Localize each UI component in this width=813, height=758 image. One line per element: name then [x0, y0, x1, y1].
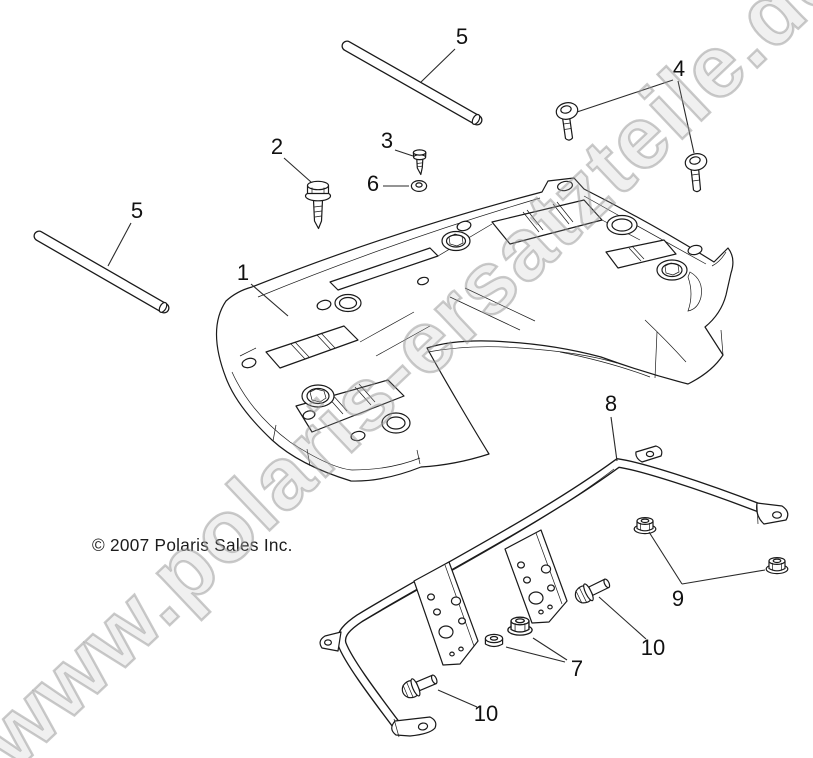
callout-5-top: 5: [456, 24, 468, 49]
hex-flange-screw: [304, 180, 332, 230]
leader-7b: [505, 646, 566, 663]
strap-left: [413, 561, 479, 666]
callout-4: 4: [673, 56, 685, 81]
small-screw: [412, 149, 427, 176]
leader-3: [394, 149, 414, 157]
callout-7: 7: [571, 656, 583, 681]
callout-3: 3: [381, 128, 393, 153]
flange-nut-7a: [507, 616, 533, 636]
rod-part-top: [341, 40, 483, 126]
leader-9b: [681, 569, 766, 585]
strap-right: [504, 529, 568, 624]
rack-holes: [241, 180, 703, 442]
washer-part: [410, 180, 428, 193]
washer-7b: [484, 633, 504, 648]
leader-8: [610, 416, 618, 462]
leader-2: [283, 157, 312, 183]
flange-nut-9a: [633, 516, 657, 535]
socket-bolt-left: [555, 102, 579, 141]
leader-5-top: [420, 48, 456, 83]
socket-bolt-right: [684, 153, 708, 193]
rack-bosses: [301, 214, 688, 434]
callout-5-left: 5: [131, 198, 143, 223]
leader-4a: [576, 79, 674, 113]
callout-labels: 5 4 2 3 6 5 1 8 9 10 7 10: [131, 24, 685, 726]
leader-1: [250, 283, 289, 317]
callout-1: 1: [237, 260, 249, 285]
callout-2: 2: [271, 134, 283, 159]
copyright-text: © 2007 Polaris Sales Inc.: [92, 535, 293, 555]
callout-8: 8: [605, 391, 617, 416]
leader-lines: [107, 48, 766, 708]
leader-5-left: [107, 222, 132, 267]
hex-flange-bolt-lower: [398, 669, 441, 702]
flange-nut-9b: [765, 556, 789, 575]
callout-6: 6: [367, 171, 379, 196]
callout-10-lower: 10: [474, 701, 498, 726]
leader-4b: [677, 80, 695, 154]
leader-10-lower: [437, 689, 478, 708]
hex-flange-bolt-upper: [571, 573, 614, 608]
leader-9a: [648, 531, 683, 585]
rod-part-left: [33, 230, 170, 314]
support-bar: [319, 445, 789, 738]
callout-10-upper: 10: [641, 635, 665, 660]
leader-10-upper: [598, 596, 647, 640]
rack-main: [215, 177, 734, 482]
callout-9: 9: [672, 586, 684, 611]
leader-7a: [532, 637, 568, 661]
